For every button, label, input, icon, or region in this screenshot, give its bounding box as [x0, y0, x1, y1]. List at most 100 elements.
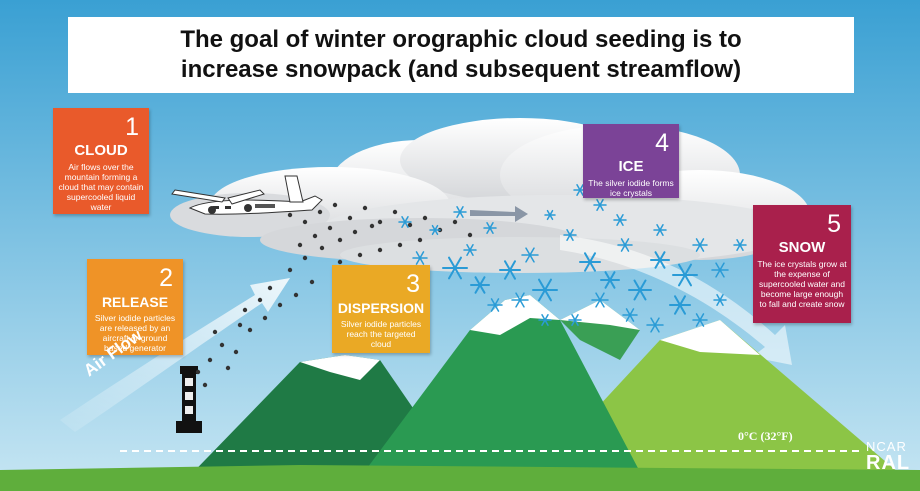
snowflake-icon	[711, 262, 729, 278]
snowflake-icon	[692, 238, 708, 252]
title-line-2: increase snowpack (and subsequent stream…	[180, 56, 742, 83]
particle-dot	[247, 327, 253, 333]
snowflake-icon	[470, 276, 490, 294]
snowflake-icon	[412, 251, 428, 265]
air-flow-arrow-descending	[560, 235, 792, 365]
particle-dot	[293, 292, 299, 298]
step-name: RELEASE	[101, 294, 169, 310]
snowflake-icon	[563, 229, 577, 241]
step-number: 2	[159, 264, 173, 292]
snowflake-icon	[483, 222, 497, 234]
particle-dot	[207, 357, 213, 363]
ncar-ral-logo: NCAR RAL	[866, 440, 916, 473]
step-description: The silver iodide forms ice crystals	[588, 178, 674, 198]
snowflake-icon	[646, 317, 664, 333]
particle-dot	[397, 242, 403, 248]
particle-dot	[317, 209, 323, 215]
particle-dot	[362, 205, 368, 211]
step-number: 1	[125, 113, 139, 141]
snowflake-icon	[487, 298, 503, 312]
snowflake-icon	[650, 251, 670, 269]
particle-dot	[377, 219, 383, 225]
snowflake-icon	[733, 239, 747, 251]
snowflake-icon	[613, 214, 627, 226]
step-number: 4	[655, 129, 669, 157]
snowflake-icon	[628, 279, 652, 301]
particle-dot	[467, 232, 473, 238]
step-snow: 5 SNOW The ice crystals grow at the expe…	[753, 205, 851, 323]
title-box: The goal of winter orographic cloud seed…	[68, 17, 854, 93]
particle-dot	[262, 315, 268, 321]
snowflake-icon	[692, 313, 708, 327]
particle-dot	[237, 322, 243, 328]
particle-dot	[267, 285, 273, 291]
particle-dot	[417, 237, 423, 243]
particle-dot	[257, 297, 263, 303]
snowflake-icon	[499, 260, 521, 280]
particle-dot	[302, 255, 308, 261]
particle-dot	[452, 219, 458, 225]
particle-dot	[312, 233, 318, 239]
snowflake-icon	[463, 244, 477, 256]
step-ice: 4 ICE The silver iodide forms ice crysta…	[583, 124, 679, 198]
particle-dot	[297, 242, 303, 248]
logo-line-1: NCAR	[866, 439, 907, 454]
particle-dot	[319, 245, 325, 251]
orographic-cloud	[170, 118, 810, 273]
snowflake-icon	[568, 314, 582, 326]
step-name: DISPERSION	[337, 300, 425, 316]
step-number: 5	[827, 210, 841, 238]
step-name: CLOUD	[74, 142, 128, 159]
step-number: 3	[406, 270, 420, 298]
step-release: 2 RELEASE Silver iodide particles are re…	[87, 259, 183, 355]
particle-dot	[287, 267, 293, 273]
particle-dot	[309, 279, 315, 285]
particle-dot	[195, 369, 201, 375]
snowflake-icon	[600, 271, 620, 289]
freezing-level-label: 0°C (32°F)	[738, 429, 793, 443]
logo-line-2: RAL	[866, 452, 911, 474]
step-name: SNOW	[778, 239, 826, 256]
ground-generator	[176, 366, 202, 433]
particle-dot	[377, 247, 383, 253]
snowflake-icon	[672, 263, 698, 287]
snowflake-icon	[544, 209, 556, 221]
particle-dot	[347, 215, 353, 221]
snowflake-icon	[538, 314, 552, 326]
step-description: The ice crystals grow at the expense of …	[757, 259, 847, 309]
particle-dot	[212, 329, 218, 335]
snowflake-icon	[442, 256, 468, 280]
particle-dot	[357, 252, 363, 258]
mountains	[0, 295, 920, 491]
title-line-1: The goal of winter orographic cloud seed…	[180, 26, 742, 53]
step-description: Silver iodide particles reach the target…	[340, 319, 422, 349]
step-cloud: 1 CLOUD Air flows over the mountain form…	[53, 108, 149, 214]
air-flow-arrow-rising	[60, 278, 290, 432]
aircraft	[171, 175, 323, 215]
particle-dot	[327, 225, 333, 231]
step-dispersion: 3 DISPERSION Silver iodide particles rea…	[332, 265, 430, 353]
ice-crystals	[398, 184, 747, 333]
particle-dot	[233, 349, 239, 355]
step-description: Air flows over the mountain forming a cl…	[58, 162, 144, 212]
particle-dot	[287, 212, 293, 218]
snowflake-icon	[653, 224, 667, 236]
cloud-flow-arrow	[470, 206, 528, 222]
snowflake-icon	[429, 224, 441, 236]
step-name: ICE	[618, 158, 644, 175]
particle-dot	[369, 223, 375, 229]
particle-dot	[337, 237, 343, 243]
snowflake-icon	[593, 199, 607, 211]
particle-dot	[219, 342, 225, 348]
particle-dot	[225, 365, 231, 371]
snowflake-icon	[622, 308, 638, 322]
step-description: Silver iodide particles are released by …	[94, 313, 176, 353]
snowflake-icon	[579, 252, 601, 272]
snowflake-icon	[511, 292, 529, 308]
particle-dot	[392, 209, 398, 215]
snowflake-icon	[617, 238, 633, 252]
snowflake-icon	[669, 295, 691, 315]
particle-dot	[332, 202, 338, 208]
particle-dot	[242, 307, 248, 313]
